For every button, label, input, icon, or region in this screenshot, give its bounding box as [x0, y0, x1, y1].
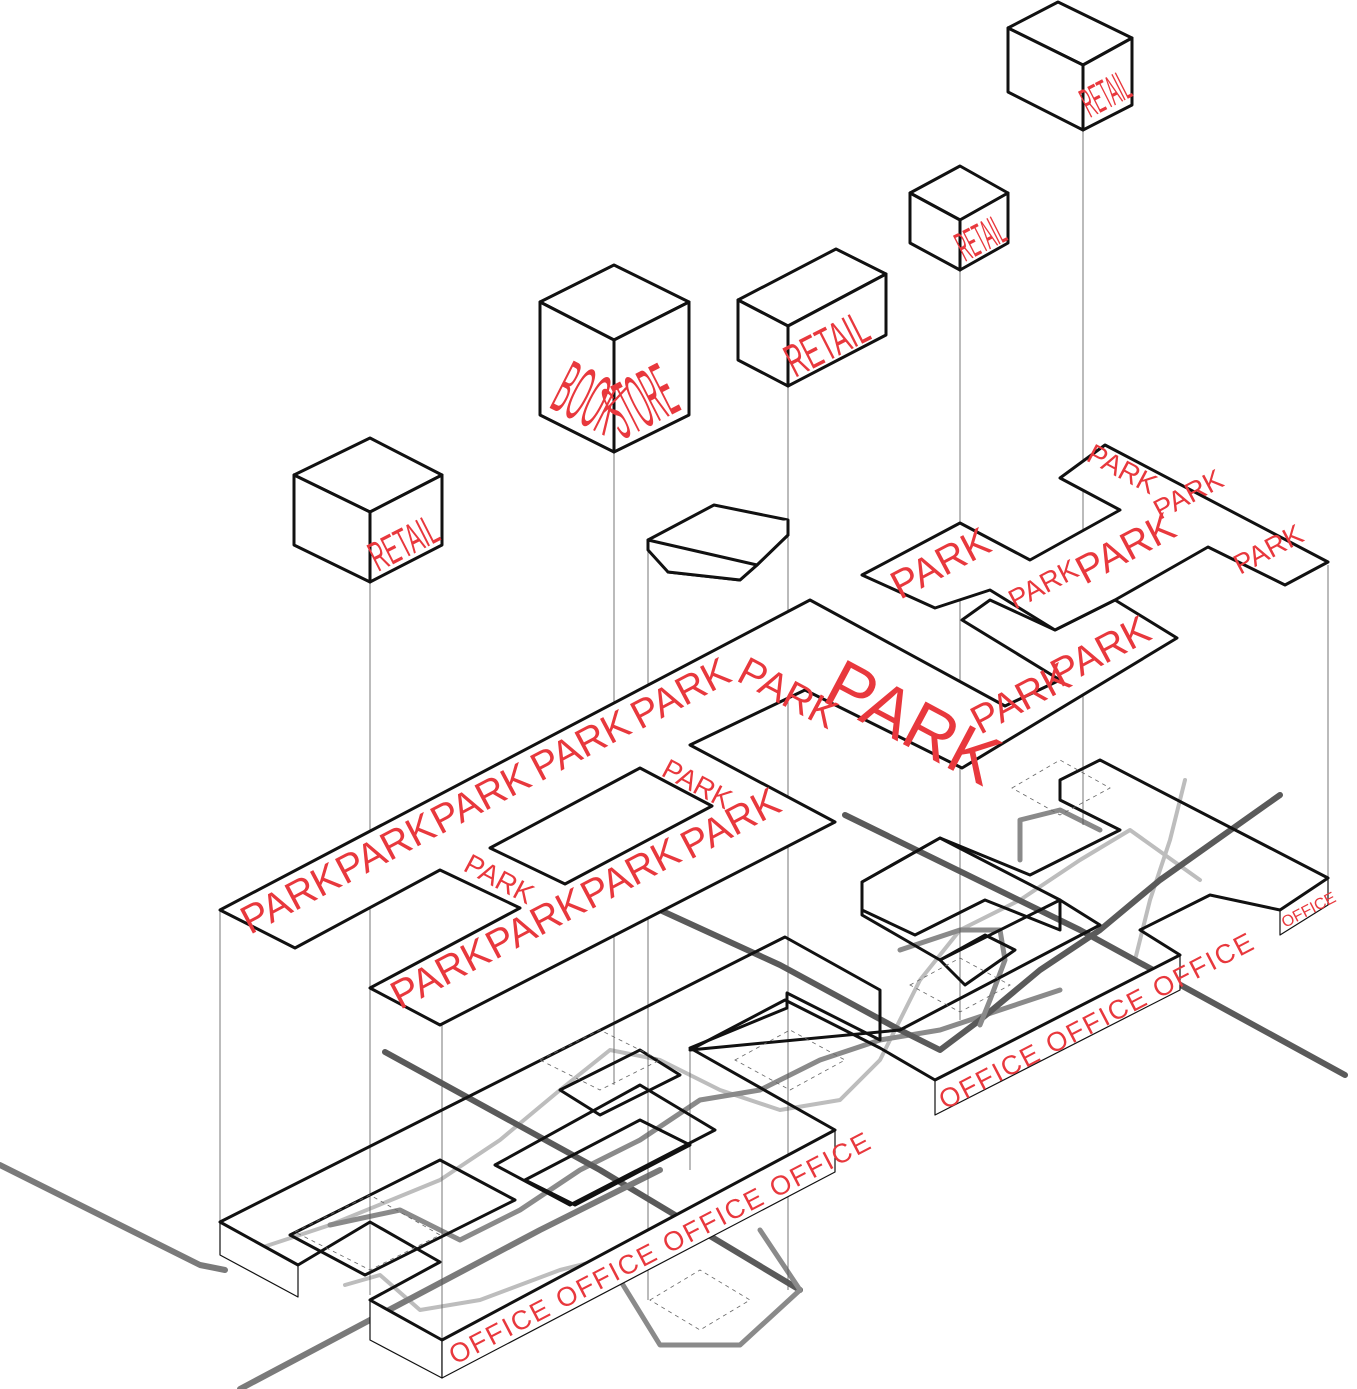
circulation-paths	[0, 778, 1348, 1389]
path-dark-southwest	[237, 1167, 663, 1389]
path-light-west	[228, 828, 1202, 1260]
ground-footprints	[294, 759, 1111, 1331]
office-west-court-2	[493, 1083, 717, 1207]
retail-box-2: RETAIL	[736, 247, 888, 388]
office-west-court-1	[288, 1158, 517, 1277]
office-east-block	[860, 836, 1062, 937]
path-dark-diagonal-1	[382, 1049, 803, 1293]
path-hexagon-loop	[617, 1227, 803, 1348]
park-north-outline	[860, 443, 1330, 632]
path-loop-court	[1017, 807, 1103, 863]
path-dark-west-edge	[0, 1162, 228, 1273]
office-west-side-2	[369, 1299, 443, 1379]
office-east-top	[688, 758, 1330, 1082]
office-east-court	[938, 933, 1017, 987]
office-west-court-3	[523, 1118, 692, 1207]
path-mid-curve	[327, 987, 1063, 1243]
office-west-top	[218, 935, 882, 1342]
bookstore-box: BOOK STORE	[538, 263, 691, 455]
path-dark-diagonal-2	[842, 812, 1348, 1078]
retail-box-1: RETAIL	[292, 436, 447, 584]
park-west-court-1	[488, 766, 714, 886]
office-west-court-4	[558, 1048, 682, 1117]
pavilion	[646, 503, 790, 582]
retail-box-3: RETAIL	[908, 164, 1013, 272]
retail-box-4: RETAIL	[1006, 0, 1138, 132]
